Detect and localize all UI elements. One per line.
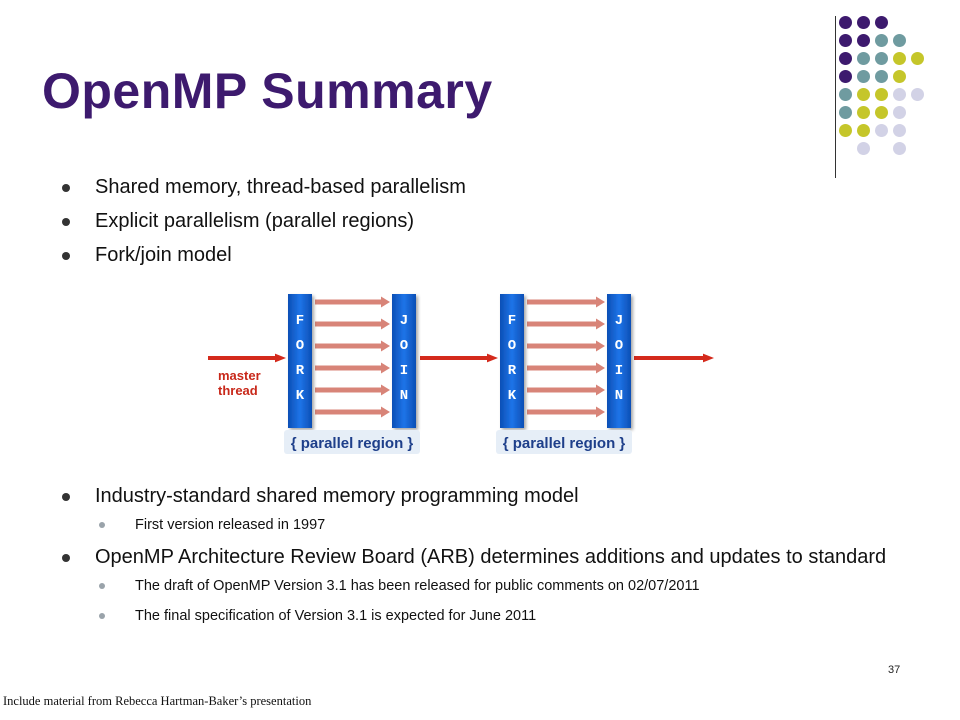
parallel-region-1-label: { parallel region } bbox=[291, 435, 414, 452]
master-thread-label: master bbox=[218, 368, 261, 383]
thread-arrow-head bbox=[381, 340, 390, 352]
decorative-dot bbox=[839, 70, 852, 83]
fork-block-letter: F bbox=[296, 313, 304, 329]
bullet-item: Explicit parallelism (parallel regions) bbox=[62, 209, 922, 234]
master-thread-arrow-head bbox=[487, 353, 498, 363]
sub-bullet-list: First version released in 1997 bbox=[95, 515, 922, 535]
thread-arrow-head bbox=[381, 318, 390, 330]
bullet-list-top: Shared memory, thread-based parallelism … bbox=[62, 175, 922, 277]
join-block-letter: O bbox=[615, 338, 623, 354]
decorative-dot bbox=[893, 124, 906, 137]
thread-arrow-head bbox=[381, 384, 390, 396]
decorative-dot bbox=[875, 16, 888, 29]
thread-arrow-head bbox=[381, 362, 390, 374]
thread-arrow-head bbox=[596, 406, 605, 418]
decorative-dot bbox=[893, 52, 906, 65]
fork-block-letter: F bbox=[508, 313, 516, 329]
master-thread-arrow-head bbox=[703, 353, 714, 363]
decorative-dot bbox=[911, 88, 924, 101]
thread-arrow-head bbox=[596, 362, 605, 374]
sub-bullet-item: The draft of OpenMP Version 3.1 has been… bbox=[99, 576, 922, 596]
decorative-dot bbox=[875, 106, 888, 119]
master-thread-arrow-head bbox=[275, 353, 286, 363]
decorative-dot bbox=[839, 106, 852, 119]
fork-block-letter: K bbox=[296, 388, 305, 404]
join-block-letter: N bbox=[400, 388, 408, 404]
decorative-dot bbox=[839, 124, 852, 137]
decorative-dot bbox=[839, 16, 852, 29]
join-block-letter: J bbox=[615, 313, 623, 329]
decorative-dot bbox=[839, 52, 852, 65]
decorative-dot bbox=[875, 52, 888, 65]
decorative-dot bbox=[893, 106, 906, 119]
bullet-item: OpenMP Architecture Review Board (ARB) d… bbox=[62, 545, 922, 626]
sub-bullet-item: First version released in 1997 bbox=[99, 515, 922, 535]
fork-block-letter: O bbox=[508, 338, 516, 354]
sub-bullet-item: The final specification of Version 3.1 i… bbox=[99, 606, 922, 626]
slide-title: OpenMP Summary bbox=[42, 63, 493, 119]
decorative-dot bbox=[857, 34, 870, 47]
decorative-dot bbox=[893, 88, 906, 101]
decorative-dot bbox=[857, 52, 870, 65]
fork-block-letter: R bbox=[508, 363, 517, 379]
thread-arrow-head bbox=[596, 296, 605, 308]
join-block-letter: J bbox=[400, 313, 408, 329]
decorative-dot bbox=[839, 88, 852, 101]
bullet-item: Shared memory, thread-based parallelism bbox=[62, 175, 922, 200]
decorative-dot bbox=[875, 124, 888, 137]
fork-block bbox=[500, 294, 524, 428]
footer-credit: Include material from Rebecca Hartman-Ba… bbox=[3, 694, 312, 708]
join-block bbox=[392, 294, 416, 428]
decorative-dot bbox=[839, 34, 852, 47]
bullet-list-bottom: Industry-standard shared memory programm… bbox=[62, 484, 922, 636]
decorative-dot bbox=[893, 70, 906, 83]
decorative-dot bbox=[857, 70, 870, 83]
join-block-letter: O bbox=[400, 338, 408, 354]
thread-arrow-head bbox=[596, 340, 605, 352]
decorative-dot bbox=[875, 70, 888, 83]
sub-bullet-list: The draft of OpenMP Version 3.1 has been… bbox=[95, 576, 922, 626]
bullet-item: Fork/join model bbox=[62, 243, 922, 268]
bullet-item: Industry-standard shared memory programm… bbox=[62, 484, 922, 535]
bullet-text: OpenMP Architecture Review Board (ARB) d… bbox=[95, 546, 887, 568]
decorative-dot bbox=[893, 34, 906, 47]
decorative-dot bbox=[911, 52, 924, 65]
decorative-divider-line bbox=[835, 16, 836, 178]
decorative-dot bbox=[857, 106, 870, 119]
page-number: 37 bbox=[888, 664, 901, 676]
join-block-letter: I bbox=[400, 363, 408, 379]
fork-block-letter: R bbox=[296, 363, 305, 379]
parallel-region-2-bg bbox=[496, 430, 632, 454]
thread-arrow-head bbox=[596, 318, 605, 330]
fork-block-letter: K bbox=[508, 388, 517, 404]
master-thread-label: thread bbox=[218, 383, 258, 398]
decorative-dot bbox=[875, 88, 888, 101]
thread-arrow-head bbox=[381, 406, 390, 418]
decorative-dot bbox=[857, 88, 870, 101]
decorative-dot bbox=[857, 142, 870, 155]
decorative-dot bbox=[893, 142, 906, 155]
decorative-dot-grid bbox=[839, 14, 960, 164]
decorative-dot bbox=[857, 16, 870, 29]
join-block-letter: N bbox=[615, 388, 623, 404]
parallel-region-1-bg bbox=[284, 430, 420, 454]
decorative-dot bbox=[857, 124, 870, 137]
fork-block bbox=[288, 294, 312, 428]
join-block-letter: I bbox=[615, 363, 623, 379]
thread-arrow-head bbox=[596, 384, 605, 396]
fork-block-letter: O bbox=[296, 338, 304, 354]
parallel-region-2-label: { parallel region } bbox=[503, 435, 626, 452]
bullet-text: Industry-standard shared memory programm… bbox=[95, 485, 579, 507]
thread-arrow-head bbox=[381, 296, 390, 308]
decorative-dot bbox=[875, 34, 888, 47]
join-block bbox=[607, 294, 631, 428]
